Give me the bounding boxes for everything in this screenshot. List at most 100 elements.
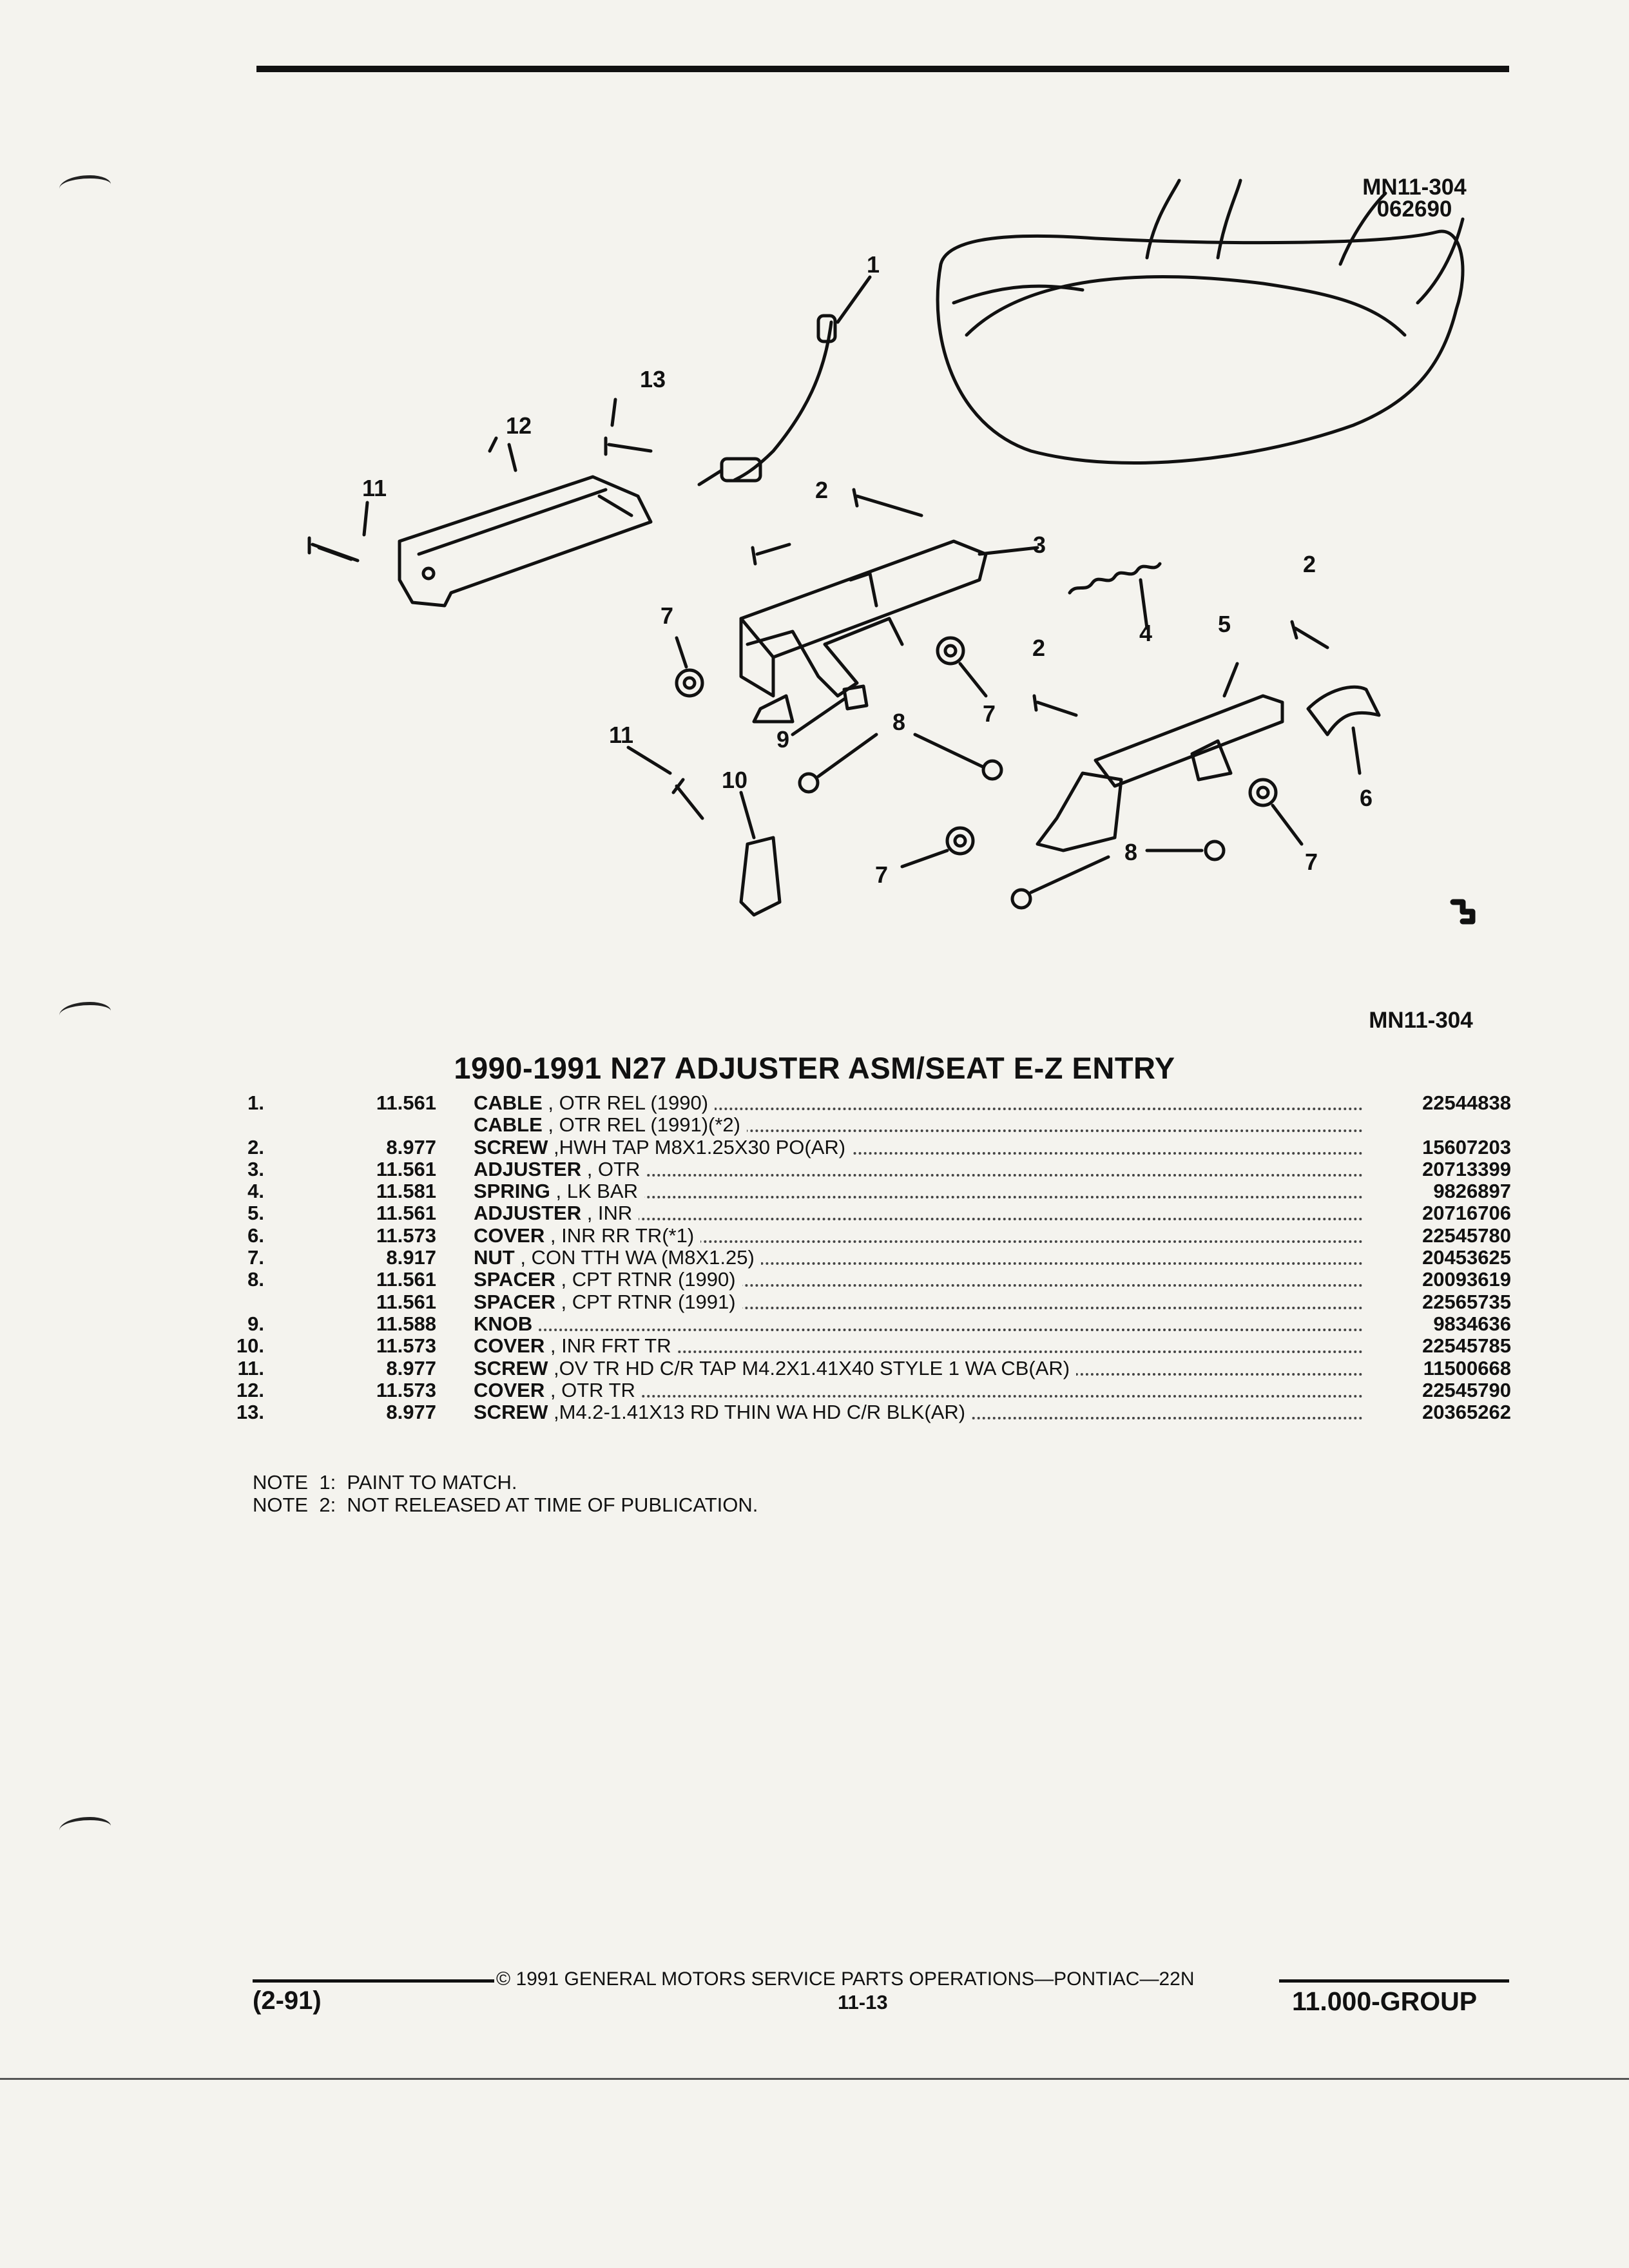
leader-dots (477, 1225, 1363, 1243)
catalog-number: 11.561 (376, 1202, 436, 1225)
callout-2: 2 (1032, 635, 1046, 661)
item-number: 13. (236, 1401, 264, 1424)
callout-8: 8 (1124, 839, 1138, 865)
part-number: 22565735 (1422, 1290, 1511, 1313)
catalog-number: 8.977 (386, 1135, 436, 1158)
callout-2: 2 (815, 477, 829, 503)
catalog-number: 11.573 (376, 1224, 436, 1247)
leader-dots (477, 1291, 1363, 1309)
callout-6: 6 (1360, 785, 1373, 811)
catalog-number: 11.561 (376, 1157, 436, 1180)
catalog-number: 8.977 (386, 1401, 436, 1424)
part-name: ADJUSTER (474, 1157, 582, 1180)
footer-group: 11.000-GROUP (1292, 1986, 1478, 2016)
part-detail: , INR FRT TR (545, 1334, 671, 1358)
callout-3: 3 (1033, 532, 1046, 558)
footer-page-number: 11-13 (838, 1991, 888, 2013)
item-number: 7. (247, 1246, 264, 1269)
part-detail: , OTR REL (1991)(*2) (542, 1113, 740, 1137)
item-number: 10. (236, 1334, 264, 1358)
parts-row: CABLE , OTR REL (1991)(*2) (245, 1113, 1511, 1137)
item-number: 12. (236, 1378, 264, 1401)
callout-11: 11 (609, 722, 634, 748)
catalog-number: 8.977 (386, 1356, 436, 1379)
callout-4: 4 (1139, 620, 1153, 646)
callout-1: 1 (867, 251, 880, 278)
part-name: SPRING (474, 1180, 550, 1203)
catalog-number: 11.561 (376, 1091, 436, 1114)
callout-9: 9 (776, 726, 790, 753)
footer-rule-left (253, 1979, 494, 1983)
part-name: CABLE (474, 1091, 543, 1114)
section-title: 1990-1991 N27 ADJUSTER ASM/SEAT E-Z ENTR… (454, 1051, 1175, 1085)
item-number: 3. (247, 1157, 264, 1180)
callout-7: 7 (1305, 849, 1318, 875)
part-name: COVER (474, 1378, 545, 1401)
part-name: NUT (474, 1246, 515, 1269)
part-name: ADJUSTER (474, 1202, 582, 1225)
part-detail: , INR RR TR(*1) (545, 1224, 695, 1247)
item-number: 9. (247, 1312, 264, 1335)
catalog-number: 11.588 (376, 1312, 436, 1335)
spacer-illustrations (798, 733, 1226, 910)
callout-7: 7 (983, 700, 996, 727)
part-detail: ,OV TR HD C/R TAP M4.2X1.41X40 STYLE 1 W… (548, 1356, 1070, 1379)
part-detail: , OTR (581, 1157, 641, 1180)
part-number: 11500668 (1423, 1356, 1511, 1379)
notes: NOTE 1: PAINT TO MATCH.NOTE 2: NOT RELEA… (253, 1471, 758, 1516)
figure-code-top: MN11-304 062690 (1344, 176, 1485, 222)
leader-dots (477, 1335, 1363, 1354)
callout-13: 13 (640, 366, 666, 392)
leader-dots (477, 1269, 1363, 1287)
callout-11: 11 (362, 475, 387, 501)
catalog-number: 8.917 (386, 1246, 436, 1269)
part-detail: ,HWH TAP M8X1.25X30 PO(AR) (548, 1135, 846, 1158)
cable-illustration (697, 275, 872, 486)
screw-illustrations (307, 436, 1329, 820)
inner-adjuster-illustration (1036, 662, 1284, 852)
part-name: COVER (474, 1224, 545, 1247)
part-name: SCREW (474, 1356, 548, 1379)
catalog-number: 11.561 (376, 1268, 436, 1291)
part-number: 9834636 (1433, 1312, 1511, 1335)
callout-7: 7 (875, 861, 889, 888)
part-number: 20453625 (1422, 1246, 1511, 1269)
part-number: 22544838 (1422, 1091, 1511, 1114)
catalog-number: 11.581 (376, 1180, 436, 1203)
part-name: SCREW (474, 1401, 548, 1424)
catalog-number: 11.573 (376, 1378, 436, 1401)
leader-dots (477, 1313, 1363, 1331)
part-detail: , CPT RTNR (1990) (555, 1268, 736, 1291)
seat-cushion-illustration (936, 178, 1465, 465)
footer-copyright: © 1991 GENERAL MOTORS SERVICE PARTS OPER… (496, 1968, 1195, 1990)
footer-date: (2-91) (253, 1986, 322, 2015)
item-number: 8. (247, 1268, 264, 1291)
part-number: 20716706 (1422, 1202, 1511, 1225)
parts-row: 7. 8.917 NUT , CON TTH WA (M8X1.25) 2045362… (245, 1247, 1511, 1269)
part-detail: , OTR TR (545, 1378, 635, 1401)
part-detail: , CPT RTNR (1991) (555, 1290, 736, 1313)
leader-dots (477, 1379, 1363, 1398)
catalog-number: 11.573 (376, 1334, 436, 1358)
nut-illustrations (675, 636, 1304, 869)
part-number: 9826897 (1433, 1180, 1511, 1203)
leader-dots (477, 1137, 1363, 1155)
leader-dots (477, 1114, 1363, 1133)
part-name: KNOB (474, 1312, 533, 1335)
figure-code-bottom: MN11-304 (1369, 1008, 1473, 1033)
callout-12: 12 (506, 412, 532, 439)
exploded-parts-diagram (307, 178, 1476, 925)
spring-illustration (1068, 562, 1162, 630)
part-number: 20093619 (1422, 1268, 1511, 1291)
part-detail: , CON TTH WA (M8X1.25) (514, 1246, 755, 1269)
figure-code-line2: 062690 (1376, 197, 1452, 222)
part-number: 22545785 (1422, 1334, 1511, 1358)
